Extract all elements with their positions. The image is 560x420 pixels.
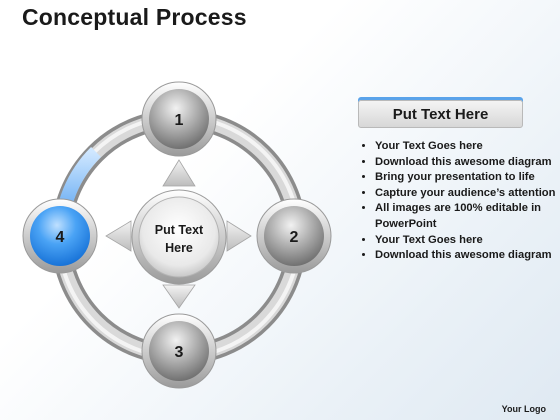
node-4[interactable]: 4 — [22, 198, 98, 274]
bullet-list: Your Text Goes here Download this awesom… — [357, 139, 560, 264]
node-2[interactable]: 2 — [256, 198, 332, 274]
list-item: Bring your presentation to life — [375, 170, 560, 186]
list-item: Your Text Goes here — [375, 139, 560, 155]
list-item: Your Text Goes here — [375, 233, 560, 249]
list-item: All images are 100% editable in PowerPoi… — [375, 201, 560, 232]
panel-header: Put Text Here — [358, 100, 523, 128]
node-1[interactable]: 1 — [141, 81, 217, 157]
center-circle — [138, 196, 220, 278]
node-4-label: 4 — [56, 229, 65, 246]
center-text-line2: Here — [165, 241, 193, 255]
node-1-label: 1 — [175, 112, 184, 129]
node-3-label: 3 — [175, 344, 184, 361]
list-item: Download this awesome diagram — [375, 155, 560, 171]
logo-placeholder: Your Logo — [501, 404, 546, 414]
list-item: Download this awesome diagram — [375, 248, 560, 264]
arrow-left-icon — [105, 220, 132, 252]
page-title: Conceptual Process — [22, 4, 247, 30]
center-text-line1: Put Text — [155, 223, 204, 237]
node-2-label: 2 — [290, 229, 299, 246]
process-diagram: Put Text Here 1 2 3 4 — [22, 81, 332, 389]
arrow-down-icon — [162, 284, 196, 309]
arrow-up-icon — [162, 159, 196, 187]
list-item: Capture your audience’s attention — [375, 186, 560, 202]
node-3[interactable]: 3 — [141, 313, 217, 389]
arrow-right-icon — [226, 220, 252, 252]
